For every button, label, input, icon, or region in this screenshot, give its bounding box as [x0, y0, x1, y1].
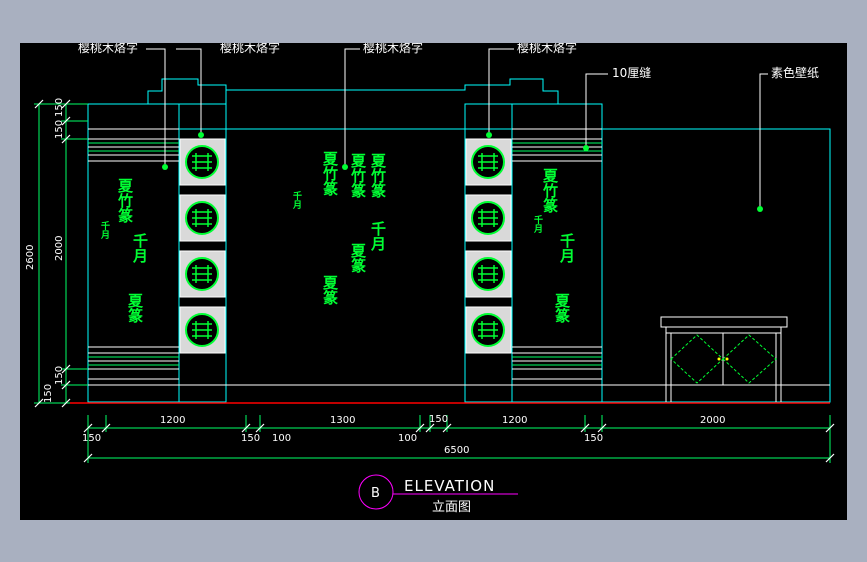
green-trim [88, 142, 602, 366]
calligraphy-center-col5: 夏竹篆 [321, 151, 339, 197]
dim-top-1300: 1300 [330, 415, 355, 426]
left-calligraphy: 夏竹篆 千月 夏篆 千月 [99, 178, 149, 324]
dim-total-6500: 6500 [444, 445, 469, 456]
calligraphy-center-col4: 夏篆 [349, 243, 367, 274]
calligraphy-center-col6: 夏篆 [321, 275, 339, 306]
dim-bottom-150-a: 150 [82, 433, 101, 444]
label-reveal: 10厘缝 [612, 65, 651, 80]
center-calligraphy: 夏竹篆 夏竹篆 千月 夏篆 夏竹篆 夏篆 千月 [291, 151, 387, 306]
calligraphy-center-col3: 千月 [369, 221, 387, 252]
calligraphy-left-col1: 夏竹篆 [116, 178, 134, 224]
section-marker-letter: B [371, 486, 380, 501]
left-dimension-ticks [34, 99, 71, 408]
dim-top-2000: 2000 [700, 415, 725, 426]
right-calligraphy: 夏竹篆 千月 夏篆 千月 [532, 168, 576, 324]
calligraphy-right-col2: 千月 [558, 233, 576, 264]
dim-left-150-b: 150 [54, 120, 65, 139]
calligraphy-right-col1: 夏竹篆 [541, 168, 559, 214]
left-medallion-column [179, 138, 226, 354]
dim-left-150-d: 150 [43, 384, 54, 403]
calligraphy-right-sign: 千月 [532, 214, 544, 234]
dim-bottom-150-c: 150 [584, 433, 603, 444]
title-elevation-cn: 立面图 [432, 500, 471, 515]
label-cherry-wood-3: 樱桃木烙字 [363, 43, 423, 55]
dim-top-1200-right: 1200 [502, 415, 527, 426]
calligraphy-left-col3: 夏篆 [126, 293, 144, 324]
title-elevation: ELEVATION [404, 477, 495, 495]
bottom-dimension-lines [87, 415, 831, 463]
leader-dots [162, 132, 763, 212]
elevation-drawing: 夏竹篆 千月 夏篆 千月 夏竹篆 夏竹篆 千月 夏篆 夏竹篆 夏篆 千月 夏竹篆… [25, 43, 835, 515]
dim-bottom-100-a: 100 [272, 433, 291, 444]
calligraphy-center-sign: 千月 [291, 190, 303, 210]
dim-bottom-150-b: 150 [241, 433, 260, 444]
dim-left-150-c: 150 [54, 366, 65, 385]
elevation-title: B ELEVATION 立面图 [358, 474, 518, 515]
calligraphy-left-sign: 千月 [99, 220, 111, 240]
dim-left-2000: 2000 [54, 236, 65, 261]
dim-top-150: 150 [429, 414, 448, 425]
dim-bottom-100-b: 100 [398, 433, 417, 444]
cad-drawing-area: 夏竹篆 千月 夏篆 千月 夏竹篆 夏竹篆 千月 夏篆 夏竹篆 夏篆 千月 夏竹篆… [20, 43, 847, 520]
dim-left-150-a: 150 [54, 98, 65, 117]
label-wallpaper: 素色壁纸 [771, 65, 819, 80]
right-medallion-column [465, 138, 512, 354]
side-cabinet [660, 316, 788, 402]
calligraphy-left-col2: 千月 [131, 233, 149, 264]
section-marker-circle [358, 474, 394, 510]
calligraphy-center-col1: 夏竹篆 [369, 153, 387, 199]
label-cherry-wood-2: 樱桃木烙字 [220, 43, 280, 55]
label-cherry-wood-1: 樱桃木烙字 [78, 43, 138, 55]
calligraphy-center-col2: 夏竹篆 [349, 153, 367, 199]
dim-top-1200-left: 1200 [160, 415, 185, 426]
trim-bands [88, 128, 830, 386]
dim-left-2600: 2600 [25, 245, 36, 270]
bottom-dimension-ticks [83, 423, 835, 463]
leaders [146, 48, 768, 209]
label-cherry-wood-4: 樱桃木烙字 [517, 43, 577, 55]
calligraphy-right-col3: 夏篆 [553, 293, 571, 324]
